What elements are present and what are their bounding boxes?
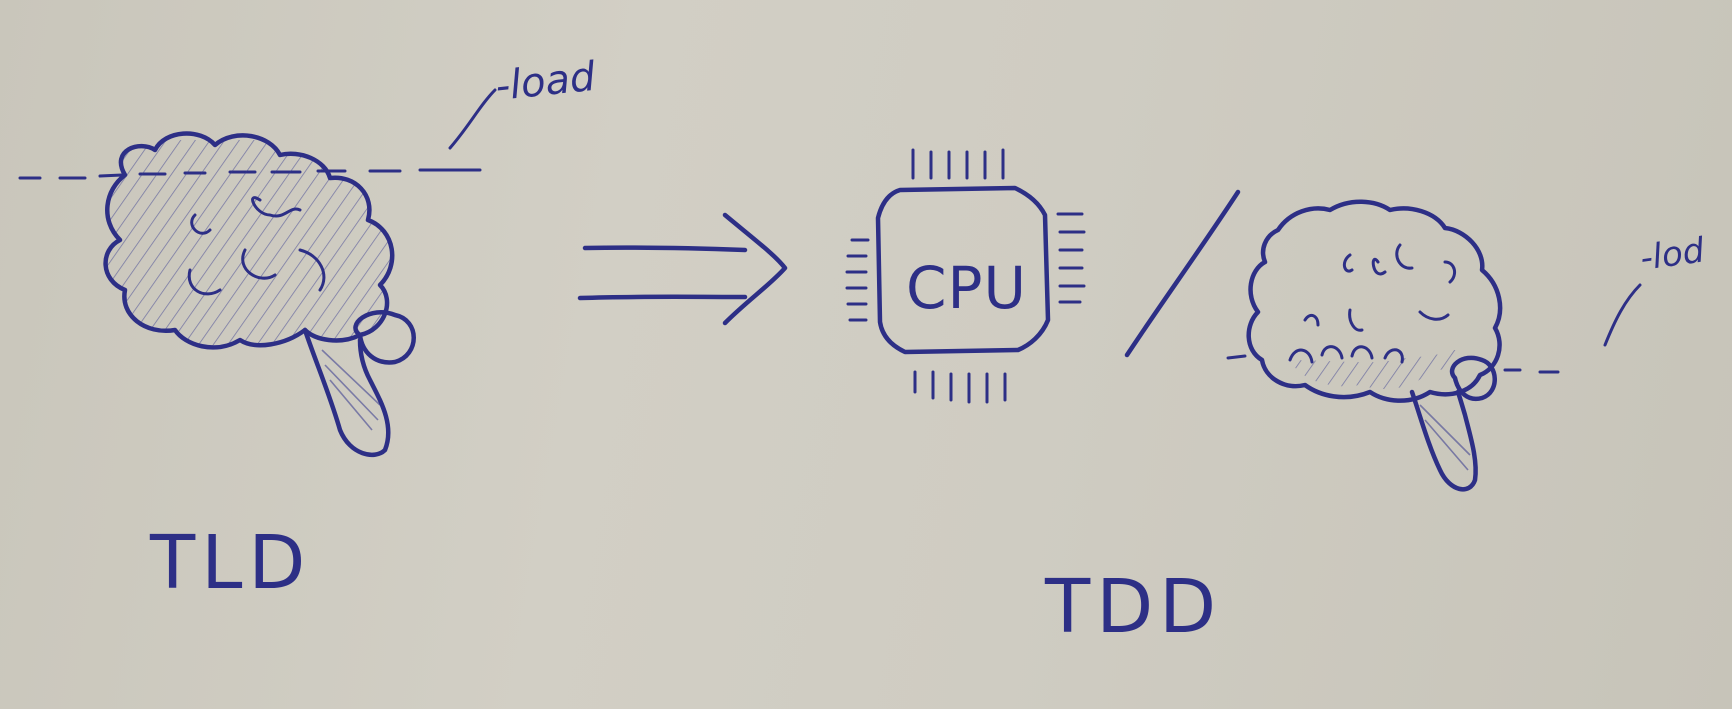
left-load-leader bbox=[448, 88, 497, 150]
right-load-label: -lod bbox=[1638, 230, 1707, 279]
cpu-left-pins bbox=[845, 238, 870, 322]
slash-separator bbox=[1124, 189, 1241, 358]
cpu-right-pins bbox=[1056, 212, 1086, 304]
left-cerebellum bbox=[353, 310, 416, 365]
cpu-bottom-pins bbox=[913, 370, 1007, 404]
cpu-chip-body bbox=[875, 185, 1051, 355]
right-caption: TDD bbox=[1044, 564, 1222, 650]
right-brainstem bbox=[1409, 389, 1478, 492]
right-cerebellum bbox=[1449, 355, 1497, 402]
cpu-chip-icon bbox=[845, 148, 1086, 404]
cpu-label: CPU bbox=[906, 254, 1027, 322]
right-load-leader bbox=[1603, 283, 1642, 347]
left-brain-icon bbox=[18, 88, 497, 458]
cpu-top-pins bbox=[911, 148, 1005, 180]
left-caption: TLD bbox=[149, 520, 311, 606]
left-brain-folds bbox=[187, 196, 326, 296]
implies-arrow-icon bbox=[577, 212, 788, 326]
left-brainstem bbox=[302, 327, 391, 458]
right-load-dashed-line bbox=[1226, 354, 1560, 374]
left-load-label: -load bbox=[493, 54, 598, 110]
right-cerebrum-outline bbox=[1246, 199, 1503, 403]
right-brain-folds bbox=[1288, 243, 1457, 364]
right-brain-icon bbox=[1226, 199, 1642, 492]
